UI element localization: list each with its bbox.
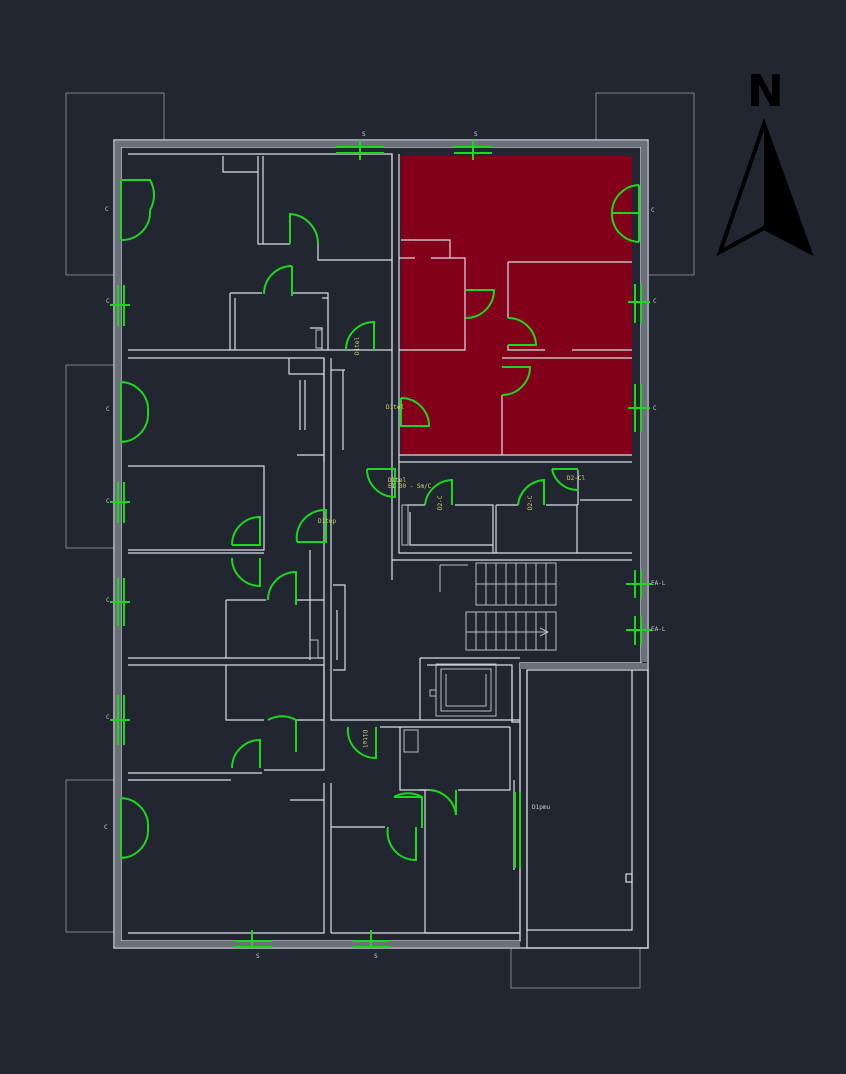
side-label-7: C	[104, 824, 108, 831]
door-label-7: D1tep	[318, 518, 336, 525]
highlighted-apartment[interactable]	[401, 156, 632, 455]
window-label-top-1: S	[362, 131, 366, 138]
loggia	[526, 669, 649, 949]
north-arrow: N	[716, 66, 814, 257]
side-label-9: C	[653, 298, 657, 305]
window-label-top-2: S	[474, 131, 478, 138]
side-label-1: C	[105, 206, 109, 213]
interior-walls	[128, 153, 632, 934]
door-label-3: D1tel	[388, 477, 406, 484]
door-label-4: D2-C	[437, 495, 444, 510]
elevator	[429, 663, 497, 717]
window-label-bottom-1: S	[256, 953, 260, 960]
side-label-8: C	[651, 207, 655, 214]
balcony-doors	[120, 179, 640, 859]
door-label-1: D1tel	[354, 337, 361, 355]
side-label-10: C	[653, 405, 657, 412]
door-label-8: D1tel	[361, 730, 368, 748]
staircase	[439, 562, 557, 651]
north-arrow-fill	[764, 124, 810, 252]
door-sublabel: EI 30 - Sm/C	[388, 483, 432, 490]
side-label-2: C	[106, 298, 110, 305]
balcony-door-label: D1pmu	[532, 804, 550, 811]
shafts	[309, 329, 419, 753]
window-label-bottom-2: S	[374, 953, 378, 960]
exit-label-1: EA-L	[651, 580, 666, 587]
side-label-6: C	[106, 714, 110, 721]
side-label-4: C	[106, 498, 110, 505]
door-label-2: D1tel	[386, 404, 404, 411]
terrace-outlines	[65, 92, 695, 989]
north-label: N	[747, 66, 784, 117]
side-label-5: C	[106, 597, 110, 604]
windows	[110, 140, 652, 948]
exit-label-2: EA-L	[651, 626, 666, 633]
wall-hatch	[115, 141, 647, 947]
swing-doors	[231, 212, 579, 862]
door-label-6: D2-Cl	[567, 475, 585, 482]
side-label-3: C	[106, 406, 110, 413]
door-label-5: D2-C	[527, 495, 534, 510]
